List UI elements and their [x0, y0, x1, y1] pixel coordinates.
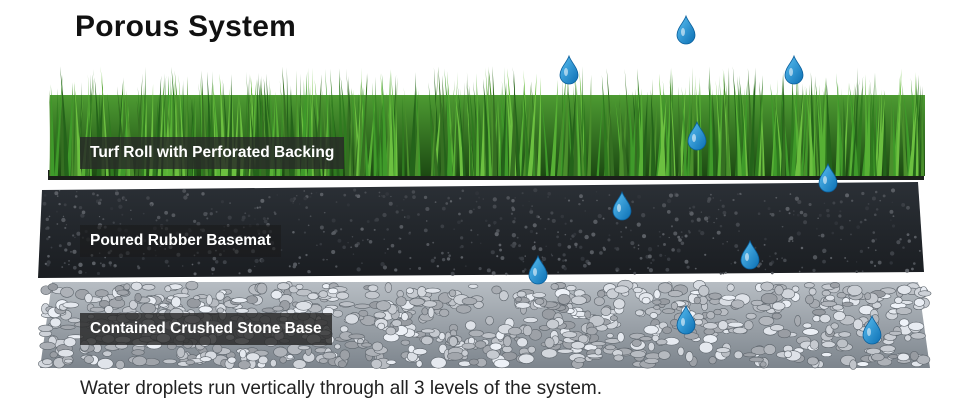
water-droplet-icon	[676, 304, 696, 335]
water-droplet-icon	[862, 314, 882, 345]
water-droplet-icon	[687, 120, 707, 151]
water-droplet-icon	[612, 190, 632, 221]
diagram-caption: Water droplets run vertically through al…	[80, 378, 603, 399]
turf-layer-label: Turf Roll with Perforated Backing	[80, 137, 345, 169]
water-droplet-icon	[818, 162, 838, 193]
water-droplet-icon	[740, 239, 760, 270]
water-droplet-icon	[784, 54, 804, 85]
water-droplet-icon	[528, 254, 548, 285]
water-droplet-icon	[676, 14, 696, 45]
diagram-title: Porous System	[75, 10, 297, 43]
water-droplets	[528, 14, 882, 345]
stone-layer-label: Contained Crushed Stone Base	[80, 313, 332, 345]
rubber-layer-label: Poured Rubber Basemat	[80, 225, 281, 257]
water-droplet-icon	[559, 54, 579, 85]
